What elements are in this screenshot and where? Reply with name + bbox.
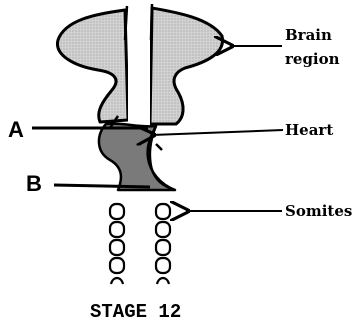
heart-arrow [152, 130, 283, 135]
cut-line-b [54, 185, 150, 187]
brain-left-lobe [57, 10, 128, 122]
somite [110, 204, 124, 219]
somite [156, 222, 170, 237]
label-heart: Heart [285, 121, 333, 139]
somite [110, 222, 124, 237]
heart-tick-right [156, 144, 162, 150]
somite-tail [111, 278, 123, 284]
label-brain-line1: Brain [285, 26, 332, 44]
label-brain-line2: region [285, 50, 340, 68]
somite-tail [157, 278, 169, 284]
neural-groove [128, 8, 150, 126]
somite [156, 258, 170, 273]
label-stage: STAGE 12 [90, 301, 181, 323]
label-a: A [8, 117, 24, 142]
somites-right [156, 204, 170, 284]
somite [156, 204, 170, 219]
somite [156, 240, 170, 255]
brain-right-lobe [150, 8, 223, 124]
somite [110, 240, 124, 255]
label-b: B [26, 171, 42, 196]
somite [110, 258, 124, 273]
somites-left [110, 204, 124, 284]
heart-shape [99, 124, 175, 190]
groove-right-edge [151, 4, 152, 40]
label-somites: Somites [285, 202, 352, 220]
